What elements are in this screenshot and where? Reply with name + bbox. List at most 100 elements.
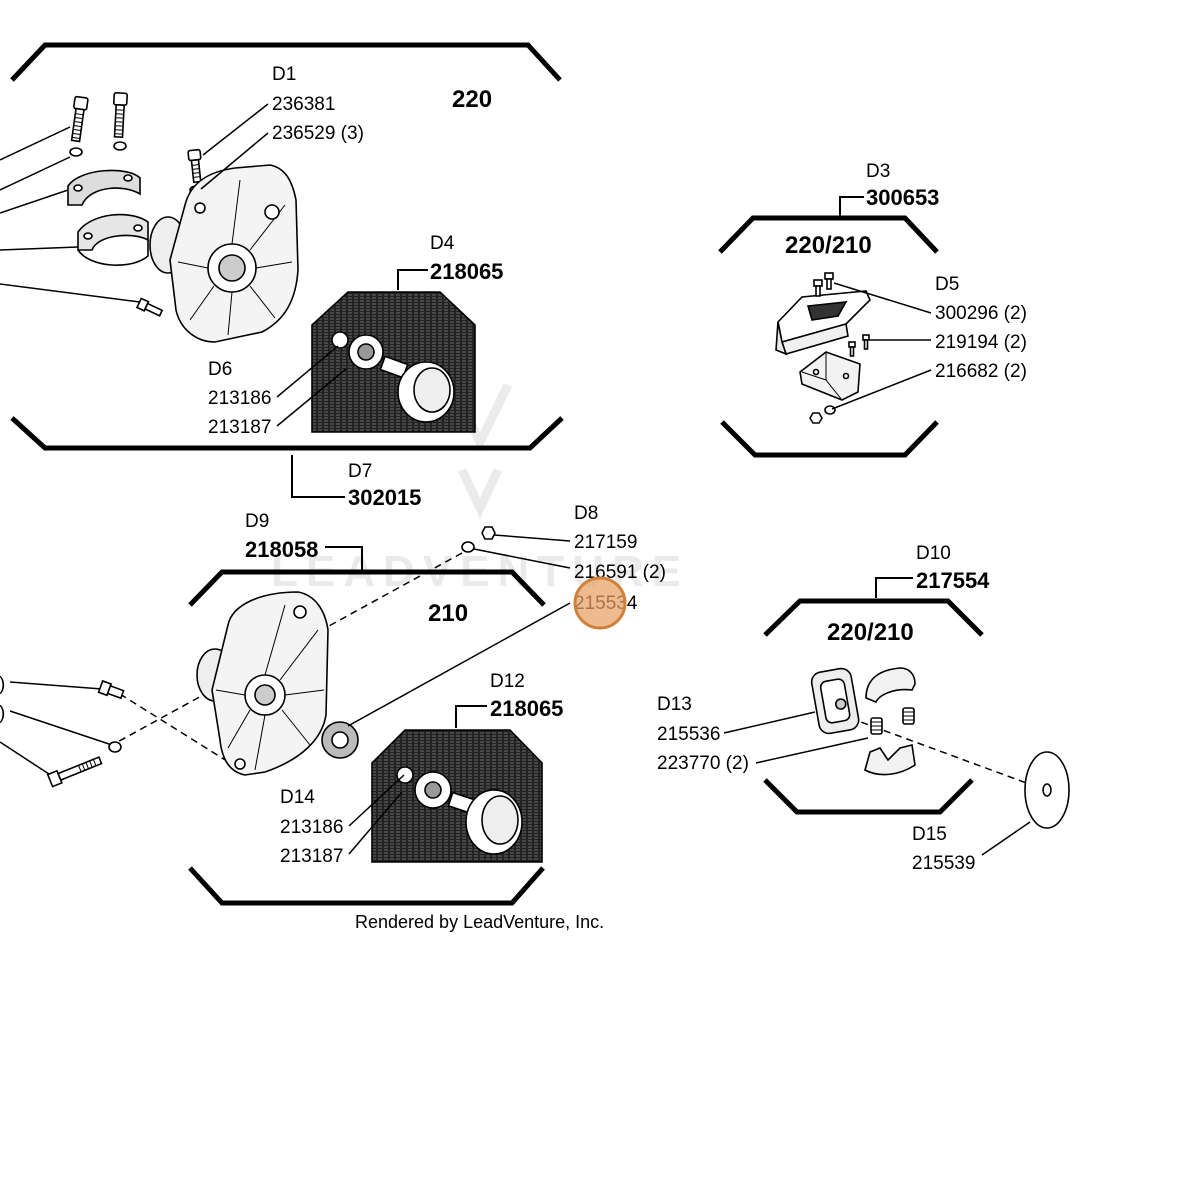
model-label: 210 bbox=[428, 600, 468, 627]
group-bracket-bottom bbox=[10, 416, 564, 451]
clutch-assembly-218065 bbox=[371, 729, 543, 863]
part-number-link[interactable]: 217554 bbox=[916, 568, 990, 593]
callout-ref: D14 bbox=[280, 787, 315, 808]
washer bbox=[69, 147, 83, 157]
assembly-axis-line bbox=[111, 552, 463, 746]
bolt bbox=[97, 679, 125, 700]
model-label: 220/210 bbox=[785, 232, 872, 259]
mounting-bracket bbox=[799, 351, 861, 401]
leader-line bbox=[348, 791, 403, 855]
footer-credit: Rendered by LeadVenture, Inc. bbox=[355, 912, 604, 932]
leader-line bbox=[833, 282, 932, 314]
callout-ref: D4 bbox=[430, 233, 455, 254]
part-number-link[interactable]: 218065 bbox=[430, 259, 503, 284]
gear-case-220 bbox=[149, 164, 299, 343]
washer bbox=[824, 405, 836, 415]
screw bbox=[813, 272, 834, 297]
hotspot-marker[interactable] bbox=[573, 576, 627, 630]
part-number-link[interactable]: 236381 bbox=[272, 94, 335, 115]
leader-line bbox=[473, 548, 571, 569]
group-bracket-bottom bbox=[763, 778, 974, 815]
group-bracket-top bbox=[763, 598, 984, 637]
part-number-link[interactable]: 215536 bbox=[657, 724, 720, 745]
leader-line bbox=[0, 246, 79, 251]
group-bracket-top bbox=[10, 42, 562, 82]
callout-ref: D12 bbox=[490, 671, 525, 692]
nut bbox=[809, 412, 823, 424]
part-number-link[interactable]: 236529 (3) bbox=[272, 123, 364, 144]
callout-connector bbox=[397, 269, 428, 290]
part-number-link[interactable]: 213187 bbox=[280, 846, 343, 867]
leader-line bbox=[981, 821, 1031, 856]
part-number-link[interactable]: 215539 bbox=[912, 853, 975, 874]
callout-ref: D15 bbox=[912, 824, 947, 845]
part-number-link[interactable]: 219194 (2) bbox=[935, 332, 1027, 353]
callout-connector bbox=[291, 455, 345, 498]
model-label: 220/210 bbox=[827, 619, 914, 646]
cap-screw bbox=[187, 148, 202, 184]
part-number-link[interactable]: 213186 bbox=[280, 817, 343, 838]
washer bbox=[108, 741, 122, 753]
callout-ref: D13 bbox=[657, 694, 692, 715]
leader-line bbox=[493, 534, 571, 542]
clamp-upper-half bbox=[67, 169, 141, 206]
part-number-link[interactable]: 216682 (2) bbox=[935, 361, 1027, 382]
callout-connector bbox=[455, 705, 487, 728]
washer bbox=[461, 541, 475, 553]
engine-cover bbox=[775, 290, 871, 356]
model-label: 220 bbox=[452, 86, 492, 113]
leader-line bbox=[202, 103, 269, 156]
side-mark: ) bbox=[0, 674, 5, 695]
part-number-link[interactable]: 300296 (2) bbox=[935, 303, 1027, 324]
group-bracket-bottom bbox=[188, 866, 545, 906]
clamp-lower-half bbox=[77, 213, 149, 266]
part-number-link[interactable]: 218065 bbox=[490, 696, 563, 721]
part-number-link[interactable]: 300653 bbox=[866, 185, 939, 210]
part-number-link[interactable]: 217159 bbox=[574, 532, 637, 553]
callout-ref: D3 bbox=[866, 161, 890, 182]
part-number-link[interactable]: 218058 bbox=[245, 537, 318, 562]
part-number-link[interactable]: 302015 bbox=[348, 485, 421, 510]
screw bbox=[848, 334, 870, 357]
leader-line bbox=[9, 681, 103, 690]
mount-cover-top bbox=[865, 667, 916, 704]
assembly-220: 220 D1 236381 236529 (3) D4 218065 D6 21… bbox=[0, 42, 564, 510]
leader-line bbox=[831, 369, 932, 410]
assembly-axis-line bbox=[849, 717, 1041, 789]
leader-line bbox=[348, 774, 405, 827]
callout-connector bbox=[839, 196, 864, 216]
gear-case-210 bbox=[196, 591, 329, 776]
callout-connector bbox=[875, 577, 913, 598]
leader-line bbox=[755, 737, 869, 764]
group-bracket-bottom bbox=[720, 420, 939, 458]
group-bracket-top bbox=[718, 215, 939, 254]
leader-line bbox=[0, 741, 53, 777]
callout-ref: D9 bbox=[245, 511, 269, 532]
callout-ref: D6 bbox=[208, 359, 232, 380]
part-number-link[interactable]: 213187 bbox=[208, 417, 271, 438]
cap-screw bbox=[70, 95, 89, 143]
bolt bbox=[46, 756, 103, 788]
leader-line bbox=[0, 283, 141, 303]
callout-ref: D10 bbox=[916, 543, 951, 564]
clutch-assembly-218065 bbox=[311, 291, 476, 433]
callout-ref: D5 bbox=[935, 274, 959, 295]
leader-line bbox=[0, 126, 71, 161]
leader-line bbox=[200, 132, 269, 190]
disc bbox=[1024, 751, 1070, 829]
oil-seal bbox=[321, 721, 359, 759]
part-number-link[interactable]: 223770 (2) bbox=[657, 753, 749, 774]
leader-line bbox=[276, 345, 339, 398]
assembly-220-210-lower: D10 217554 220/210 D13 215536 223770 (2)… bbox=[657, 543, 1070, 874]
callout-ref: D8 bbox=[574, 503, 598, 524]
callout-connector bbox=[325, 546, 363, 570]
cap-screw bbox=[112, 91, 128, 138]
screw bbox=[135, 297, 164, 317]
leader-line bbox=[0, 189, 69, 214]
part-number-link[interactable]: 213186 bbox=[208, 388, 271, 409]
leader-line bbox=[347, 602, 571, 727]
leader-line bbox=[723, 711, 816, 734]
side-mark: ) bbox=[0, 703, 5, 724]
group-bracket-top bbox=[188, 569, 546, 607]
